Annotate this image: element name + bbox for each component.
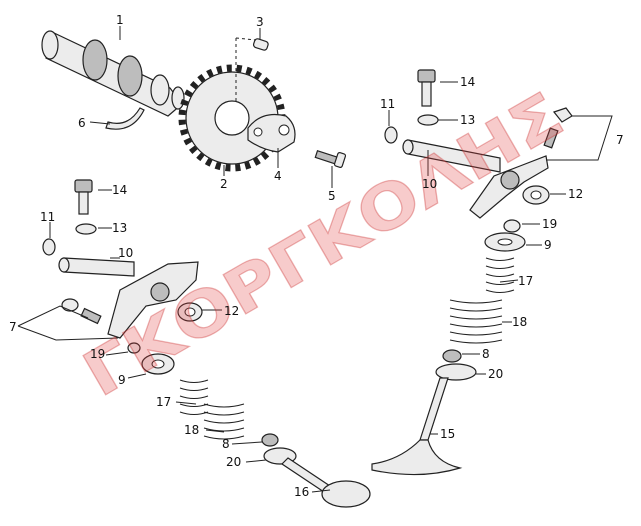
label-19: 19 (90, 347, 105, 361)
stopper-plate (247, 113, 296, 153)
leader-lines (17, 26, 613, 493)
label-7-right: 7 (616, 133, 624, 147)
camshaft (41, 30, 185, 117)
label-14-right: 14 (460, 75, 475, 89)
label-12: 12 (224, 304, 239, 318)
right-rocker-assembly (371, 69, 573, 476)
label-9-right: 9 (544, 238, 552, 252)
label-20-right: 20 (488, 367, 503, 381)
label-4: 4 (274, 169, 282, 183)
label-10-right: 10 (422, 177, 437, 191)
label-9: 9 (118, 373, 126, 387)
label-18: 18 (184, 423, 199, 437)
circlip (105, 107, 145, 130)
label-20: 20 (226, 455, 241, 469)
label-13: 13 (112, 221, 127, 235)
part-labels: 1 2 3 4 5 6 7 8 9 10 11 12 13 14 17 18 1… (9, 13, 624, 499)
dowel-pin (235, 37, 269, 102)
label-13-right: 13 (460, 113, 475, 127)
label-2: 2 (220, 177, 228, 191)
left-rocker-assembly (42, 179, 371, 508)
label-7: 7 (9, 320, 17, 334)
label-11: 11 (40, 210, 55, 224)
label-12-right: 12 (568, 187, 583, 201)
label-8: 8 (222, 437, 230, 451)
label-10: 10 (118, 246, 133, 260)
label-17-right: 17 (518, 274, 533, 288)
cam-bolt (314, 149, 347, 168)
label-8-right: 8 (482, 347, 490, 361)
label-3: 3 (256, 15, 264, 29)
label-16: 16 (294, 485, 309, 499)
label-1: 1 (116, 13, 124, 27)
label-11-right: 11 (380, 97, 395, 111)
label-19-right: 19 (542, 217, 557, 231)
label-6: 6 (78, 116, 86, 130)
label-14: 14 (112, 183, 127, 197)
label-17: 17 (156, 395, 171, 409)
label-18-right: 18 (512, 315, 527, 329)
label-5: 5 (328, 189, 336, 203)
label-15: 15 (440, 427, 455, 441)
